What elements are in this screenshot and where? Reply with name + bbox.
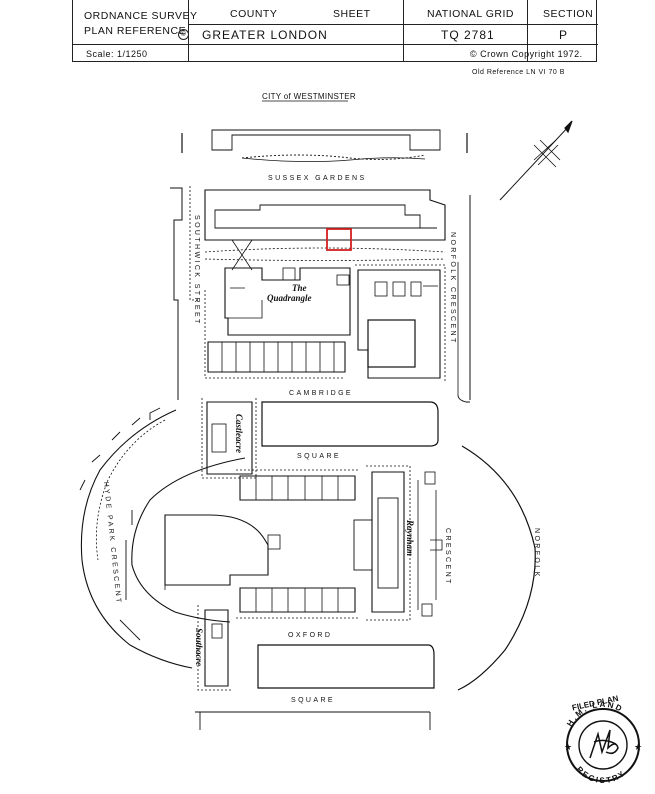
- county-value: GREATER LONDON: [202, 28, 328, 42]
- label-norfolk-east: NORFOLK: [533, 528, 540, 579]
- plan-reference-line1: ORDNANCE SURVEY: [84, 10, 198, 22]
- land-registry-stamp: FILED PLAN H.M. LAND REGISTRY ★ ★: [564, 694, 642, 785]
- header-table: [72, 0, 598, 62]
- section-label: SECTION: [543, 8, 594, 20]
- sheet-label: SHEET: [333, 8, 371, 20]
- label-city-of-westminster: CITY of WESTMINSTER: [262, 92, 356, 101]
- plan-reference-symbol: ©: [178, 29, 189, 40]
- label-quadrangle: Quadrangle: [267, 293, 312, 303]
- county-label: COUNTY: [230, 8, 278, 20]
- label-oxford: OXFORD: [288, 632, 332, 639]
- label-southacre: Southacre: [194, 628, 204, 666]
- label-southwick-street: SOUTHWICK STREET: [193, 215, 200, 326]
- label-norfolk-crescent: NORFOLK CRESCENT: [449, 232, 456, 345]
- label-raynham: Raynham: [405, 519, 415, 556]
- star-icon-right: ★: [634, 742, 642, 752]
- old-reference-label: Old Reference LN VI 70 B: [472, 69, 565, 76]
- copyright-label: © Crown Copyright 1972.: [470, 49, 583, 59]
- label-sussex-gardens: SUSSEX GARDENS: [268, 175, 367, 182]
- label-the: The: [292, 283, 307, 293]
- plan-reference-line2: PLAN REFERENCE: [84, 25, 187, 37]
- label-castleacre: Castleacre: [234, 414, 244, 453]
- stamp-registry: REGISTRY: [575, 765, 628, 785]
- star-icon-left: ★: [564, 742, 572, 752]
- scale-label: Scale: 1/1250: [86, 49, 148, 59]
- national-grid-label: NATIONAL GRID: [427, 8, 515, 20]
- label-crescent-east: CRESCENT: [444, 528, 451, 586]
- label-square-north: SQUARE: [297, 453, 341, 460]
- label-square-south: SQUARE: [291, 697, 335, 704]
- stamp-signature: [589, 729, 619, 759]
- national-grid-value: TQ 2781: [441, 28, 495, 42]
- highlighted-plot: [326, 228, 352, 251]
- section-value: P: [559, 28, 569, 42]
- label-hyde-park-crescent: HYDE PARK CRESCENT: [102, 481, 122, 605]
- label-cambridge: CAMBRIDGE: [289, 390, 353, 397]
